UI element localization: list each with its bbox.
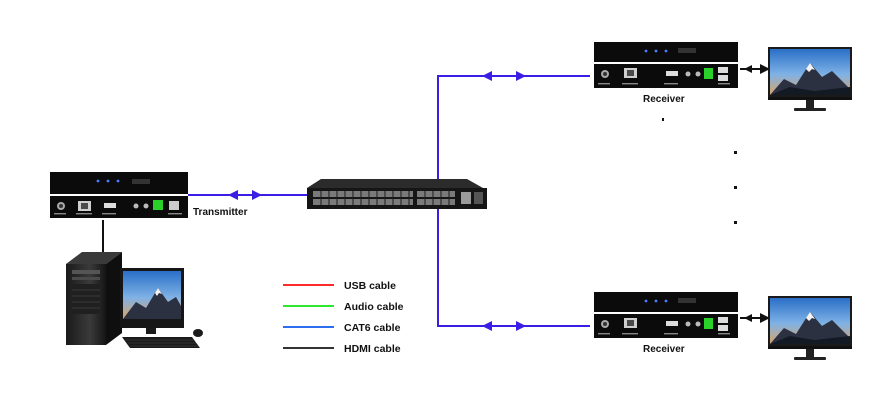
- arrow-right-icon: [516, 321, 526, 331]
- cat6-link-receiver-top: [437, 75, 590, 192]
- receiver-top-label: Receiver: [643, 94, 685, 105]
- receiver-bottom-label: Receiver: [643, 344, 685, 355]
- legend-item: HDMI cable: [283, 343, 401, 355]
- desktop-computer-icon: [66, 252, 203, 348]
- cat6-arrows: [228, 71, 526, 331]
- transmitter-label: Transmitter: [193, 207, 248, 218]
- arrow-left-icon: [744, 65, 752, 73]
- legend-label: CAT6 cable: [344, 322, 401, 334]
- more-receivers-dots: [662, 118, 737, 224]
- arrow-left-icon: [228, 190, 238, 200]
- transmitter-device: [50, 172, 188, 218]
- arrow-right-icon: [760, 313, 770, 323]
- arrow-right-icon: [516, 71, 526, 81]
- network-switch-icon: [307, 179, 487, 209]
- arrow-right-icon: [252, 190, 262, 200]
- monitor-icon: [768, 296, 852, 360]
- arrow-left-icon: [482, 321, 492, 331]
- receiver-top-device: [594, 42, 738, 88]
- legend-item: USB cable: [283, 280, 396, 292]
- legend-label: Audio cable: [344, 301, 404, 313]
- cat6-links: [188, 75, 590, 327]
- receiver-bottom-device: [594, 292, 738, 338]
- cat6-link-receiver-bottom: [437, 208, 590, 327]
- legend-label: USB cable: [344, 280, 396, 292]
- legend-label: HDMI cable: [344, 343, 401, 355]
- arrow-left-icon: [744, 314, 752, 322]
- legend-item: CAT6 cable: [283, 322, 401, 334]
- arrow-right-icon: [760, 64, 770, 74]
- arrow-left-icon: [482, 71, 492, 81]
- legend-item: Audio cable: [283, 301, 404, 313]
- hdmi-links: [102, 64, 770, 323]
- monitor-icon: [768, 47, 852, 111]
